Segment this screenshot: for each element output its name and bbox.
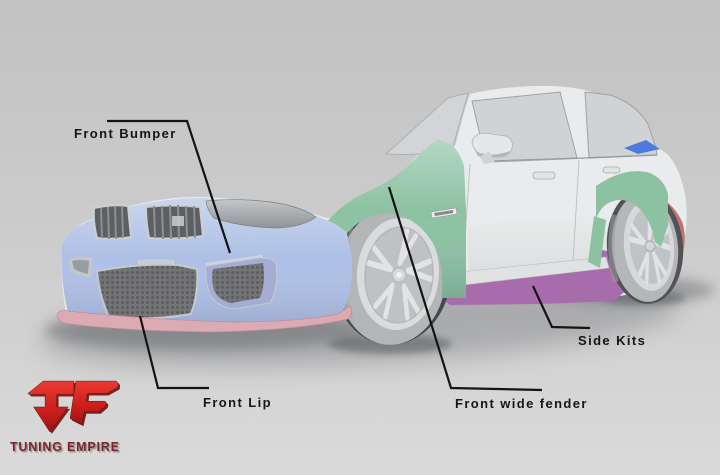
front-bumper-part bbox=[61, 198, 353, 330]
leader-line-side-kits bbox=[532, 285, 591, 330]
belt-line-trim bbox=[485, 154, 658, 163]
side-mirror bbox=[471, 132, 513, 164]
tf-monogram-icon bbox=[27, 380, 120, 434]
trunk-spoiler-part bbox=[624, 140, 660, 154]
front-wheel bbox=[332, 203, 452, 345]
headlight bbox=[205, 199, 317, 229]
kidney-grille-left bbox=[92, 204, 133, 240]
front-door-handle bbox=[532, 171, 556, 180]
brand-name: TUNING EMPIRE bbox=[10, 440, 120, 454]
rear-door-window bbox=[584, 91, 658, 159]
leader-line-front-lip bbox=[138, 315, 209, 390]
leader-line-front-bumper bbox=[107, 119, 232, 254]
leader-lines bbox=[107, 119, 591, 392]
corner-vent-left bbox=[69, 256, 93, 278]
label-side-kits: Side Kits bbox=[578, 333, 647, 348]
leader-line-front-wide-fender bbox=[387, 186, 543, 392]
label-front-lip: Front Lip bbox=[203, 395, 272, 410]
rear-fender-part bbox=[588, 171, 668, 268]
label-front-bumper: Front Bumper bbox=[74, 126, 177, 141]
fender-vent bbox=[430, 207, 458, 219]
label-front-wide-fender: Front wide fender bbox=[455, 396, 588, 411]
front-lip-part bbox=[56, 305, 352, 333]
front-fender-part bbox=[318, 139, 466, 298]
tuning-empire-logo: TUNING EMPIRE bbox=[10, 378, 140, 454]
kidney-grille-right bbox=[144, 204, 205, 240]
center-intake-mesh bbox=[95, 263, 199, 320]
side-intake-scoop bbox=[205, 255, 278, 310]
rear-door-handle bbox=[602, 166, 621, 174]
